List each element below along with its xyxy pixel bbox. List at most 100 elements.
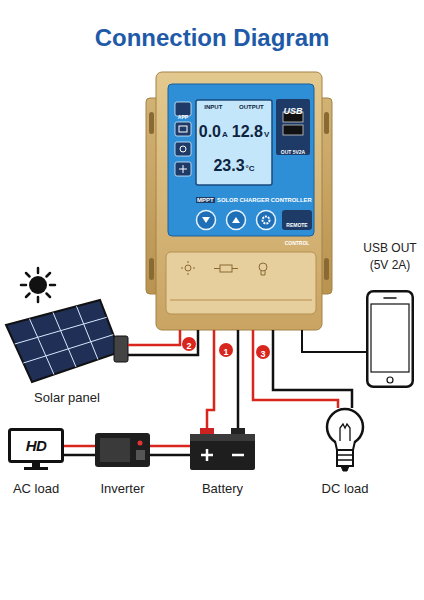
inverter: Inverter [95,430,150,500]
device-label: USB OUT [363,241,416,255]
icon-glyph [179,165,187,173]
text-slot: USB OUT [290,238,424,256]
port-label: USB [283,106,302,116]
callout-circle: 2 [182,337,196,351]
wire [237,330,240,428]
phone-button [387,377,393,383]
icon-glyph [179,126,187,132]
wire-pair [64,446,95,455]
up-arrow-glyph [232,217,240,223]
diagram-title: Connection Diagram [95,24,330,51]
unit-label: °C [246,165,255,173]
text-slot: USB [276,100,310,118]
part-label: Solar panel [34,390,100,405]
minus-sign [232,454,244,457]
monitor-stand [32,462,40,467]
callout-number: 2 [186,341,191,351]
mount-slot [324,258,329,280]
callout-circle: 1 [219,343,233,357]
load-terminal-symbol [261,271,265,275]
wire [128,330,180,345]
solar-cell-grid [15,306,114,374]
battery-lid [190,434,255,441]
port-rating: OUT 5V2A [281,149,305,155]
text-slot: Solar panel [0,388,167,406]
wire [150,454,190,457]
solar-panel: Solar panel [5,265,128,405]
panel-button [227,211,246,230]
battery-body [190,434,255,470]
icon-glyph [180,146,186,152]
bulb-thread [337,455,353,460]
down-arrow-glyph [202,217,210,223]
wire [128,330,198,355]
bulb-neck [335,441,355,450]
sun-icon [29,276,47,294]
usb-panel [276,99,310,155]
monitor-base [24,467,48,470]
battery-terminal [231,428,245,434]
text-slot: Connection Diagram [0,24,424,52]
wire-pair [207,330,238,428]
bulb-base [337,450,353,466]
text-slot: DC load [245,479,424,497]
text-slot: (5V 2A) [290,255,424,273]
text-slot: OUT 5V2A [276,140,310,158]
junction-box [114,336,128,362]
ac-load-monitor: HDAC load [8,428,64,500]
battery-terminal-symbol [220,265,232,272]
solar-terminal-symbol [181,261,195,275]
wire [273,330,352,408]
wire [64,454,95,457]
phone: USB OUT(5V 2A) [366,290,414,388]
wire [207,330,214,428]
text-slot: MPPT [196,188,216,206]
side-icon [175,102,191,116]
side-icon [175,162,191,176]
unit-label: V [264,131,269,139]
inverter-box [95,433,150,467]
controller-body [156,72,322,330]
bulb-tip [341,466,349,471]
lcd-row: 23.3°C [196,158,272,174]
voltage-reading: 12.8 [232,124,263,140]
mount-slot [149,258,154,280]
wire [64,445,95,448]
inverter-led [138,441,143,446]
panel-button [257,211,276,230]
wire [302,330,366,352]
product-name: SOLOR CHARGER CONTROLLER [217,197,312,203]
dc-load-bulb: DC load [318,408,372,500]
device-rating: (5V 2A) [370,258,411,272]
wire [253,330,338,408]
part-label: AC load [13,481,59,496]
usb-port [283,125,303,135]
temperature-reading: 23.3 [213,158,244,174]
solar-panel-frame [6,300,120,382]
icon-label: APP [178,114,188,120]
callout-number: 1 [223,347,228,357]
text-slot: APP [175,105,191,123]
inverter-socket [136,450,145,460]
lcd-row: 0.0A12.8V [196,124,272,140]
battery: Battery [190,428,255,500]
side-icon [175,122,191,136]
lcd-row: INPUT OUTPUT [196,104,272,110]
lcd-caption: OUTPUT [239,104,264,110]
bulb-glass [327,409,363,445]
sun-rays [21,268,55,302]
solar-terminal-symbol [185,265,191,271]
side-icon [175,142,191,156]
plus-sign [201,449,213,461]
wire [150,445,190,448]
part-label: DC load [322,481,369,496]
text-slot: SOLOR CHARGER CONTROLLER [217,188,313,206]
text-slot: Inverter [23,479,223,497]
lcd-caption: INPUT [204,104,222,110]
text-slot: Battery [123,479,323,497]
remote-label: REMOTE CONTROL [285,222,310,246]
phone-body [367,291,413,387]
inverter-panel [100,438,130,462]
